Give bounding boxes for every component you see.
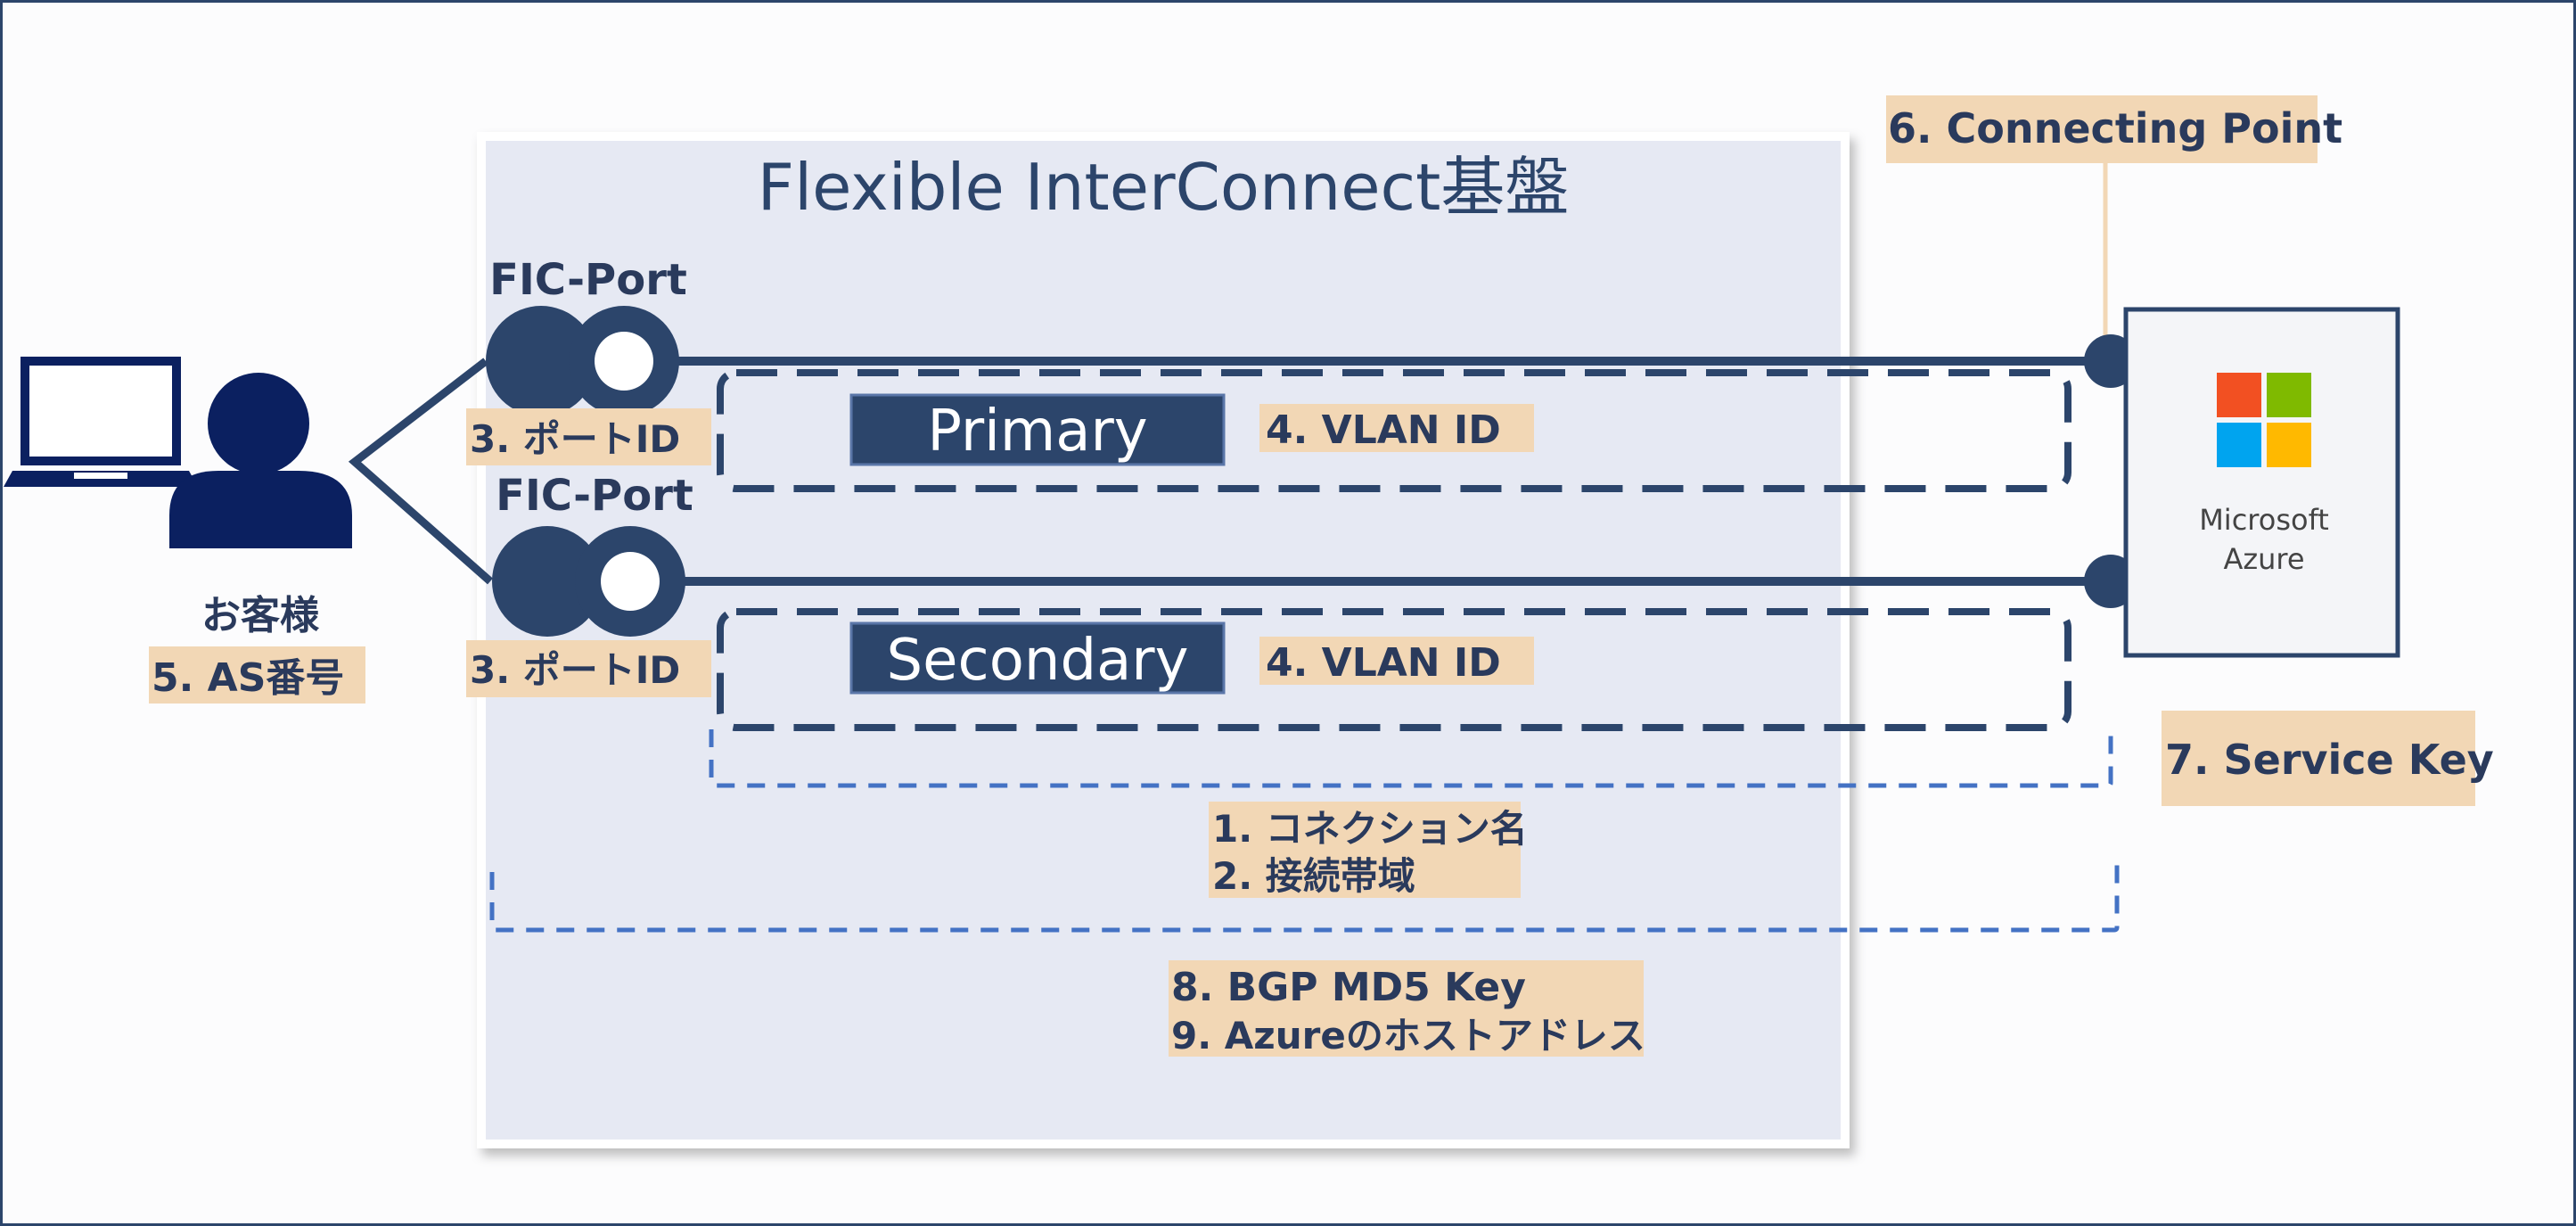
connection-info-bg: [1209, 802, 1521, 898]
secondary-port-id: 3. ポートID: [470, 648, 680, 692]
as-number-bg: [149, 646, 365, 704]
bgp-info-bg: [1169, 960, 1644, 1057]
primary-port-id-bg: [466, 408, 711, 465]
bandwidth-label: 2. 接続帯域: [1212, 854, 1415, 898]
primary-vlan-bg: [1259, 404, 1534, 452]
azure-text-line2: Azure: [2223, 542, 2304, 576]
secondary-fic-port: [492, 526, 685, 637]
primary-fic-port: [486, 306, 679, 416]
primary-fic-port-label: FIC-Port: [489, 255, 687, 305]
connecting-point-bg: [1886, 95, 2318, 163]
primary-label: Primary: [927, 399, 1147, 465]
secondary-fic-port-label: FIC-Port: [496, 471, 693, 521]
secondary-box: [849, 621, 1226, 695]
as-number-label: 5. AS番号: [152, 655, 344, 701]
connection-scope-bracket: [709, 729, 2113, 788]
azure-host-label: 9. Azureのホストアドレス: [1171, 1014, 1645, 1057]
azure-text-line1: Microsoft: [2199, 503, 2329, 537]
service-key-label: 7. Service Key: [2165, 736, 2494, 784]
azure-box: Microsoft Azure: [2123, 307, 2400, 658]
customer-name: お客様: [201, 593, 320, 638]
secondary-vlan-bg: [1259, 637, 1534, 685]
secondary-label: Secondary: [887, 628, 1189, 694]
bgp-scope-bracket: [489, 863, 2120, 933]
service-key-bg: [2162, 711, 2475, 806]
secondary-port-id-bg: [466, 640, 711, 697]
bgp-md5-label: 8. BGP MD5 Key: [1171, 965, 1526, 1010]
platform-title: Flexible InterConnect基盤: [758, 150, 1570, 225]
customer-links: [348, 358, 493, 585]
secondary-vlan-id: 4. VLAN ID: [1266, 640, 1501, 686]
laptop-icon: [4, 357, 198, 487]
person-icon: [169, 373, 352, 548]
connection-name-label: 1. コネクション名: [1212, 807, 1528, 851]
primary-port-id: 3. ポートID: [470, 417, 680, 461]
connecting-point-label: 6. Connecting Point: [1888, 104, 2342, 152]
primary-box: [849, 393, 1226, 466]
primary-vlan-id: 4. VLAN ID: [1266, 407, 1501, 453]
microsoft-logo-icon: [2217, 373, 2311, 467]
customer-group: お客様 5. AS番号: [4, 357, 365, 704]
